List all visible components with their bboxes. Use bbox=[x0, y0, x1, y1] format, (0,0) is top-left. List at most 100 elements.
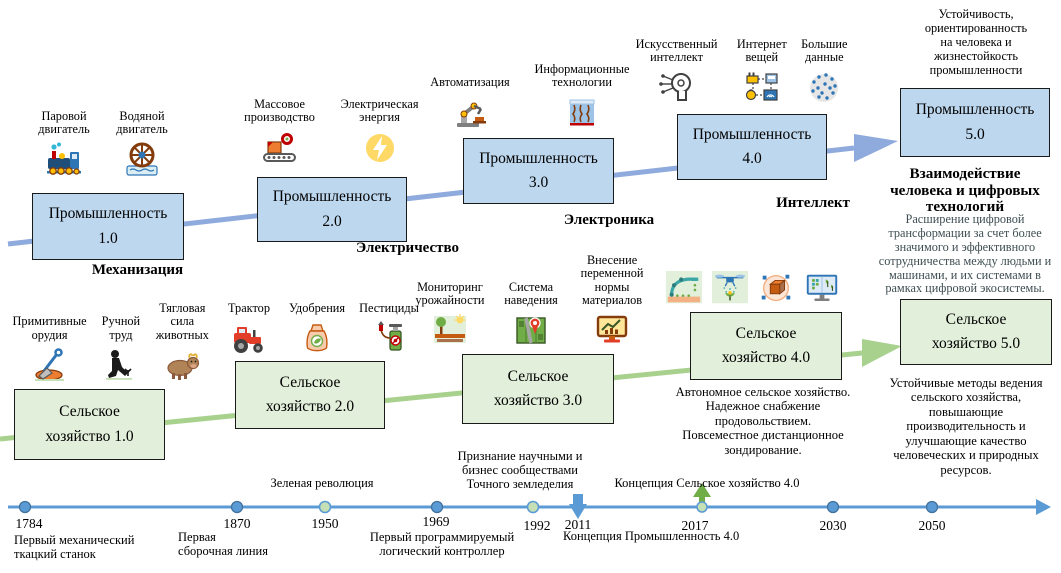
timeline-dot-1969 bbox=[430, 500, 444, 514]
yield-monitoring-icon bbox=[430, 310, 470, 350]
agriculture-3-icons: Мониторинг урожайности Система наведения… bbox=[410, 253, 652, 351]
industry-5-label: Промышленность bbox=[915, 101, 1035, 119]
event-1992-label: Признание научными и бизнес сообществами… bbox=[457, 449, 583, 491]
era-electronics-label: Электроника bbox=[563, 212, 655, 228]
icon-item: Водяной двигатель bbox=[107, 109, 177, 180]
iot-icon bbox=[742, 68, 782, 108]
agriculture-2-box: Сельское хозяйство 2.0 bbox=[235, 361, 385, 429]
icon-label: Пестициды bbox=[359, 301, 419, 315]
icon-item: Внесение переменной нормы материалов bbox=[572, 253, 652, 350]
industry-1-icons: Паровой двигатель Водяной двигатель bbox=[26, 109, 182, 180]
icon-item: Массовое производство bbox=[238, 97, 321, 168]
pesticide-icon bbox=[369, 318, 409, 358]
agriculture-3-version: хозяйство 3.0 bbox=[493, 392, 583, 409]
icon-item: Трактор bbox=[222, 301, 276, 358]
industry-2-box: Промышленность 2.0 bbox=[257, 177, 407, 242]
timeline-dot-2030 bbox=[826, 500, 840, 514]
era-electricity-label: Электричество bbox=[355, 240, 460, 256]
industry-5-version: 5.0 bbox=[965, 125, 985, 143]
icon-label: Удобрения bbox=[288, 301, 346, 315]
event-2017-label: Концепция Сельское хозяйство 4.0 bbox=[614, 476, 800, 490]
agriculture-4-box: Сельское хозяйство 4.0 bbox=[690, 312, 842, 380]
animal-power-icon bbox=[162, 345, 202, 385]
agriculture-2-icons: Трактор Удобрения Пестициды bbox=[220, 301, 422, 358]
industry-3-label: Промышленность bbox=[479, 149, 598, 167]
era-intellect-label: Интеллект bbox=[776, 195, 850, 211]
icon-item: Автоматизация bbox=[421, 75, 519, 133]
industry-1-label: Промышленность bbox=[48, 205, 168, 223]
year-1969: 1969 bbox=[422, 514, 450, 529]
icon-label: Трактор bbox=[228, 301, 270, 315]
icon-label: Примитивные орудия bbox=[12, 314, 87, 342]
digital-cube-icon bbox=[757, 270, 795, 308]
agriculture-1-version: хозяйство 1.0 bbox=[45, 427, 134, 445]
year-1784: 1784 bbox=[15, 516, 43, 531]
agriculture-1-label: Сельское bbox=[59, 403, 120, 421]
icon-item: Пестициды bbox=[358, 301, 420, 358]
agriculture-1-box: Сельское хозяйство 1.0 bbox=[14, 389, 165, 460]
industry-4-version: 4.0 bbox=[742, 150, 762, 167]
agriculture40-marker-stem-icon bbox=[699, 497, 705, 505]
icon-label: Электрическая энергия bbox=[340, 97, 419, 125]
icon-label: Автоматизация bbox=[430, 75, 510, 90]
timeline-dot-1950 bbox=[318, 500, 332, 514]
agriculture-4-description: Автономное сельское хозяйство. Надежное … bbox=[675, 385, 851, 457]
automation-icon bbox=[450, 93, 490, 133]
event-1969-label: Первый программируемый логический контро… bbox=[369, 530, 515, 558]
industry-4-icons: Искусственный интеллект Интернет вещей Б… bbox=[626, 37, 852, 108]
industry-5-description: Расширение цифровой трансформации за сче… bbox=[878, 212, 1052, 296]
icon-item: Мониторинг урожайности bbox=[410, 280, 490, 351]
water-wheel-icon bbox=[122, 140, 162, 180]
industry-2-icons: Массовое производство Электрическая энер… bbox=[238, 97, 424, 168]
information-technology-icon bbox=[562, 93, 602, 133]
icon-item: Система наведения bbox=[496, 280, 566, 351]
industry40-marker-tip-icon bbox=[569, 504, 587, 519]
year-2017: 2017 bbox=[681, 518, 709, 533]
event-2011-label: Концепция Промышленность 4.0 bbox=[563, 529, 740, 543]
agriculture-2-label: Сельское bbox=[279, 373, 341, 391]
agriculture-5-description: Устойчивые методы ведения сельского хозя… bbox=[889, 376, 1043, 477]
industry-3-box: Промышленность 3.0 bbox=[463, 138, 614, 204]
agriculture-3-label: Сельское bbox=[507, 367, 569, 385]
icon-item: Ручной труд bbox=[97, 315, 145, 385]
electric-energy-icon bbox=[360, 128, 400, 168]
icon-label: Интернет вещей bbox=[736, 37, 787, 65]
agriculture-5-box: Сельское хозяйство 5.0 bbox=[900, 299, 1052, 365]
year-1992: 1992 bbox=[523, 518, 551, 533]
agriculture-4-icons bbox=[658, 270, 848, 308]
icon-label: Информационные технологии bbox=[534, 62, 630, 90]
industry-2-version: 2.0 bbox=[322, 212, 342, 230]
industry-2-label: Промышленность bbox=[272, 188, 392, 206]
agriculture-3-box: Сельское хозяйство 3.0 bbox=[462, 354, 614, 424]
agriculture-4-version: хозяйство 4.0 bbox=[721, 349, 811, 366]
fertilizer-icon bbox=[297, 318, 337, 358]
primitive-tools-icon bbox=[30, 345, 70, 385]
industry-5-box: Промышленность 5.0 bbox=[900, 88, 1050, 157]
agriculture-5-label: Сельское bbox=[945, 310, 1007, 328]
icon-label: Искусственный интеллект bbox=[635, 37, 718, 65]
agriculture-5-version: хозяйство 5.0 bbox=[931, 335, 1021, 352]
event-1870-label: Первая сборочная линия bbox=[178, 530, 268, 558]
agriculture40-marker-icon bbox=[693, 483, 711, 497]
year-2050: 2050 bbox=[918, 518, 946, 533]
big-data-icon bbox=[804, 68, 844, 108]
agri-robot-icon bbox=[665, 270, 703, 308]
industry-1-version: 1.0 bbox=[98, 229, 118, 247]
icon-item: Информационные технологии bbox=[529, 62, 635, 133]
icon-label: Большие данные bbox=[801, 37, 848, 65]
event-1950-label: Зеленая революция bbox=[270, 476, 374, 490]
icon-label: Тягловая сила животных bbox=[155, 301, 209, 342]
icon-label: Массовое производство bbox=[244, 97, 315, 125]
industry-5-top-note: Устойчивость, ориентированность на челов… bbox=[924, 7, 1028, 78]
year-2011: 2011 bbox=[564, 517, 592, 532]
icon-item: Искусственный интеллект bbox=[626, 37, 727, 108]
icon-item: Удобрения bbox=[286, 301, 348, 358]
icon-label: Внесение переменной нормы материалов bbox=[580, 253, 644, 307]
year-1870: 1870 bbox=[223, 516, 251, 531]
drone-spray-icon bbox=[711, 270, 749, 308]
event-1784-label: Первый механический ткацкий станок bbox=[14, 533, 135, 561]
artificial-intelligence-icon bbox=[657, 68, 697, 108]
icon-item: Интернет вещей bbox=[733, 37, 790, 108]
icon-item: Тягловая сила животных bbox=[151, 301, 214, 385]
